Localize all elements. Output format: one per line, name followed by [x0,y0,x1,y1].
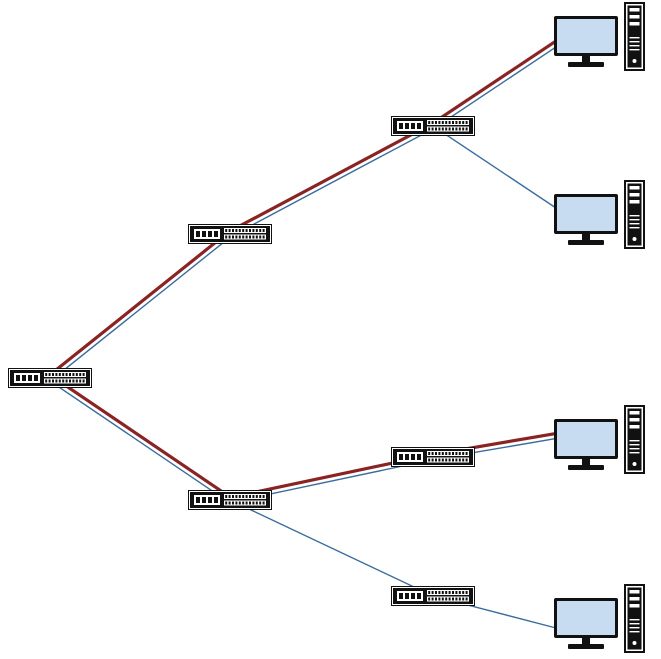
desktop-computer-icon [554,584,645,653]
tower-icon [624,2,645,71]
workstation-node [554,405,645,474]
network-link [46,230,233,381]
monitor-icon [554,598,618,649]
highlighted-path-line [430,40,557,126]
workstation-node [554,2,645,71]
network-link [47,374,234,503]
link-line [229,499,434,597]
workstation-node [554,584,645,653]
link-line [230,127,435,237]
highlighted-path-line [49,374,234,500]
network-link [432,125,557,209]
switch-node [391,447,475,467]
link-line [432,125,557,209]
switch-icon [8,368,92,388]
link-line [50,235,233,381]
highlighted-path-line [227,122,434,234]
switch-icon [188,224,272,244]
switch-node [391,586,475,606]
switch-node [188,490,272,510]
nodes-layer [8,2,645,653]
tower-icon [624,405,645,474]
switch-icon [391,116,475,136]
desktop-computer-icon [554,405,645,474]
switch-node [188,224,272,244]
tower-icon [624,180,645,249]
network-link [229,499,434,597]
switch-icon [188,490,272,510]
monitor-icon [554,419,618,470]
network-link [227,122,435,237]
network-link [430,40,559,129]
monitor-icon [554,16,618,67]
switch-icon [391,586,475,606]
switch-node [8,368,92,388]
tower-icon [624,584,645,653]
link-line [433,45,559,129]
desktop-computer-icon [554,180,645,249]
link-line [47,379,230,503]
highlighted-path-line [46,230,231,378]
switch-node [391,116,475,136]
switch-icon [391,447,475,467]
monitor-icon [554,194,618,245]
workstation-node [554,180,645,249]
desktop-computer-icon [554,2,645,71]
